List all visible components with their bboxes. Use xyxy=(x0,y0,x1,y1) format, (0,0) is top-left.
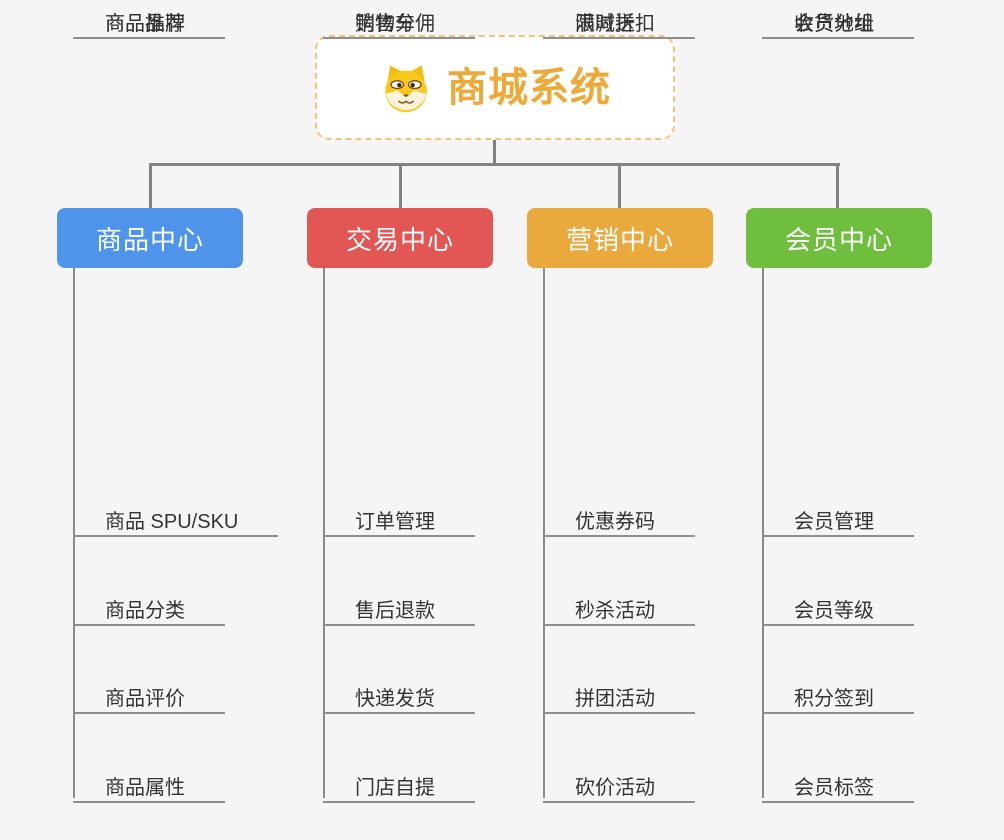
connector-drop-product xyxy=(149,166,152,208)
leaf-item[interactable]: 拼团活动 xyxy=(543,675,695,714)
leaf-item[interactable]: 商品分类 xyxy=(73,587,225,626)
branch-node-marketing-center[interactable]: 营销中心 xyxy=(527,208,713,268)
leaf-item[interactable]: 会员标签 xyxy=(762,764,914,803)
leaf-item[interactable]: 商品 SPU/SKU xyxy=(73,498,279,537)
branch-spine xyxy=(323,268,325,798)
leaf-item[interactable]: 销售分佣 xyxy=(323,0,475,39)
leaf-item[interactable]: 会员等级 xyxy=(762,587,914,626)
leaf-item[interactable]: 秒杀活动 xyxy=(543,587,695,626)
connector-drop-marketing xyxy=(618,166,621,208)
branch-node-product-center[interactable]: 商品中心 xyxy=(57,208,243,268)
connector-horizontal-bar xyxy=(149,163,840,166)
leaf-item[interactable]: 收货地址 xyxy=(762,0,914,39)
dog-face-icon xyxy=(379,63,433,113)
leaf-item[interactable]: 商品评价 xyxy=(73,675,225,714)
connector-root-drop xyxy=(493,140,496,164)
branch-node-trade-center[interactable]: 交易中心 xyxy=(307,208,493,268)
leaf-item[interactable]: 商品属性 xyxy=(73,764,225,803)
leaf-item[interactable]: 快递发货 xyxy=(323,675,475,714)
leaf-item[interactable]: 积分签到 xyxy=(762,675,914,714)
leaf-item[interactable]: 会员管理 xyxy=(762,498,914,537)
leaf-item[interactable]: 订单管理 xyxy=(323,498,475,537)
leaf-item[interactable]: 优惠券码 xyxy=(543,498,695,537)
branch-spine xyxy=(543,268,545,798)
root-node[interactable]: 商城系统 xyxy=(315,35,675,140)
leaf-item[interactable]: 砍价活动 xyxy=(543,764,695,803)
branch-spine xyxy=(762,268,764,798)
branch-spine xyxy=(73,268,75,798)
connector-drop-trade xyxy=(399,166,402,208)
root-title: 商城系统 xyxy=(447,65,611,110)
leaf-item[interactable]: 满减送 xyxy=(543,0,675,39)
leaf-item[interactable]: 门店自提 xyxy=(323,764,475,803)
leaf-item[interactable]: 售后退款 xyxy=(323,587,475,626)
connector-drop-member xyxy=(836,166,839,208)
branch-node-member-center[interactable]: 会员中心 xyxy=(746,208,932,268)
leaf-item[interactable]: 商品品牌 xyxy=(73,0,225,39)
